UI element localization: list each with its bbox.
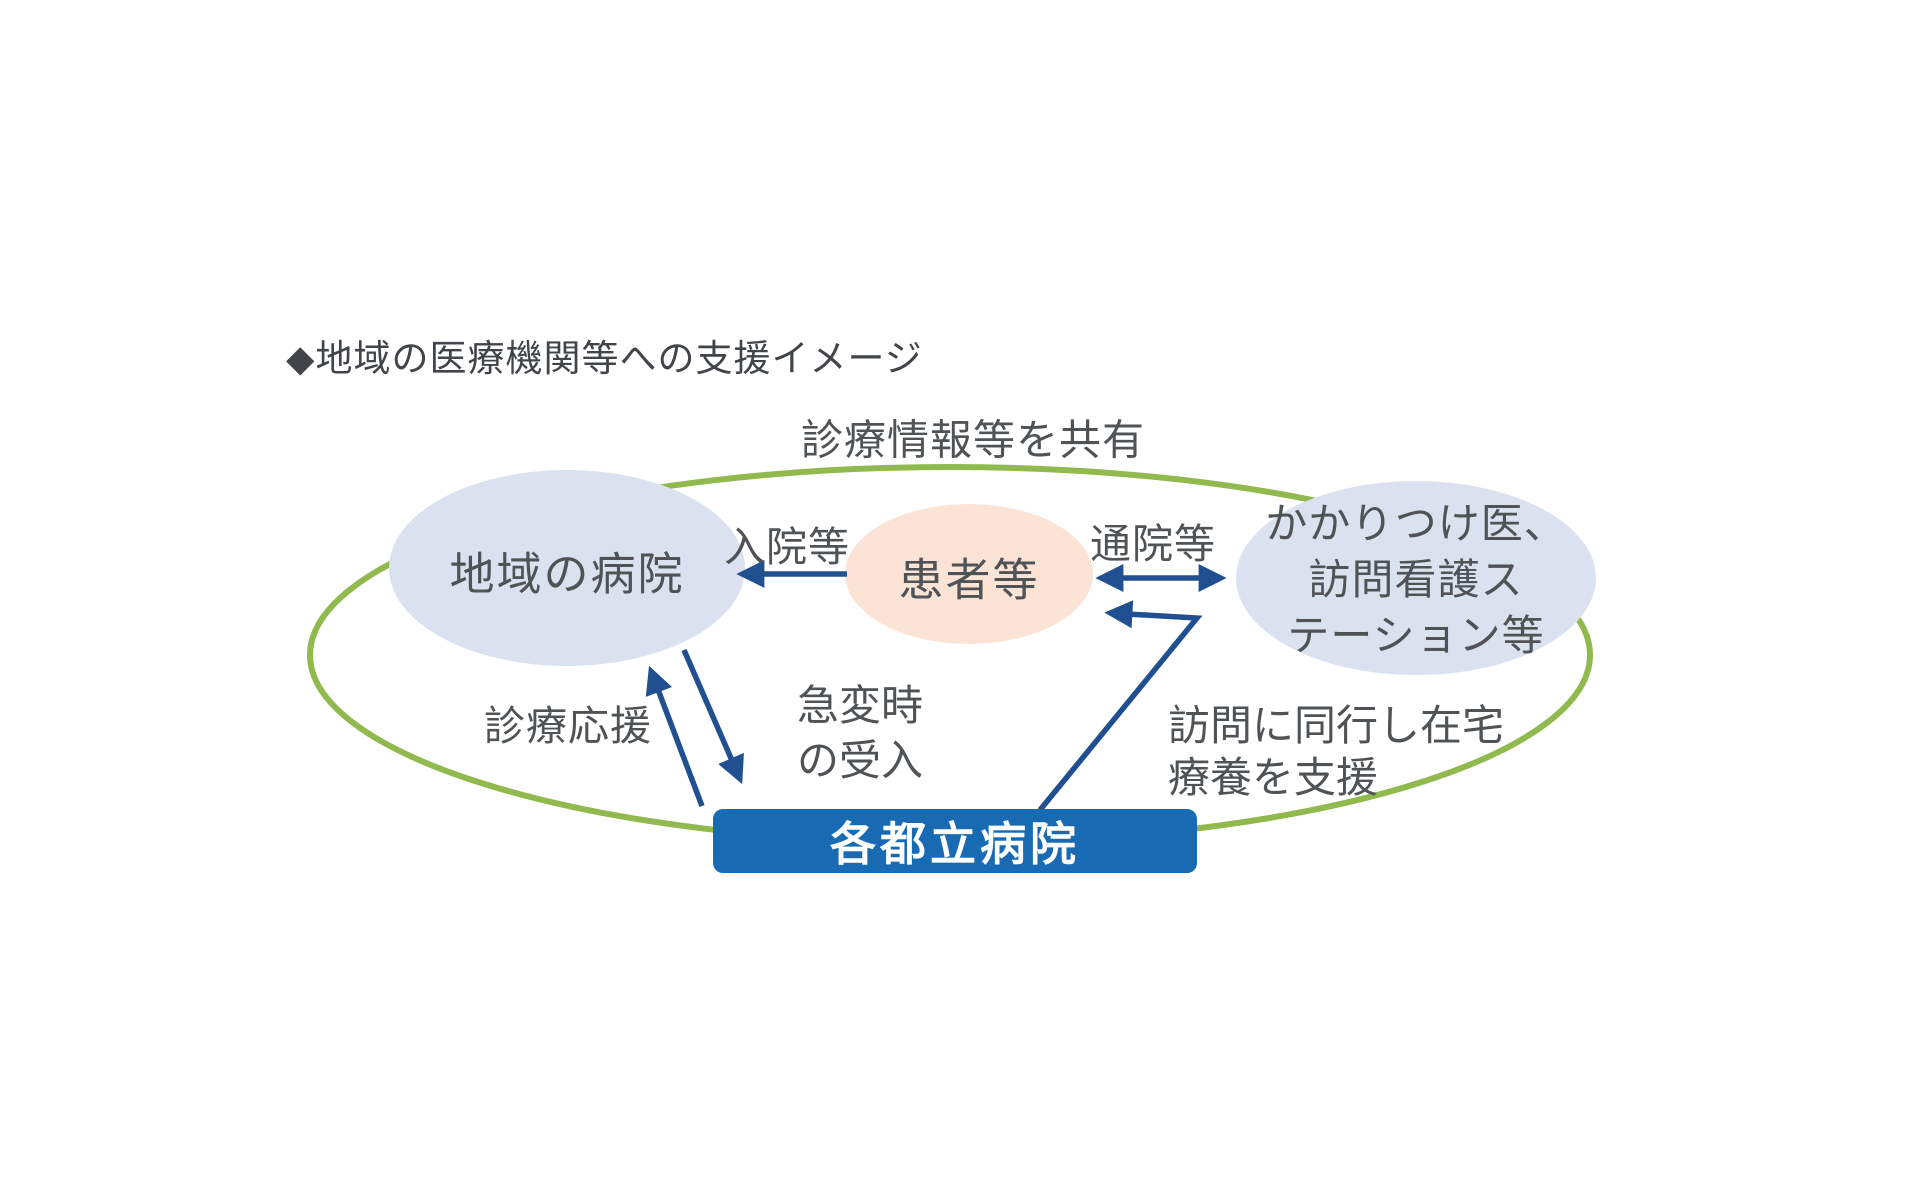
hospitalization-label: 入院等: [724, 524, 850, 570]
metropolitan-hospital-box: 各都立病院: [713, 809, 1197, 873]
emergency-acceptance-label-line2: の受入: [796, 737, 924, 784]
regional-hospital-node: [389, 470, 745, 666]
home-care-support-label-line2: 療養を支援: [1168, 754, 1379, 801]
patient-node: [845, 504, 1093, 644]
primary-care-label: かかりつけ医、 訪問看護ス テーション等: [1265, 496, 1566, 664]
regional-hospital-label: 地域の病院: [449, 548, 685, 600]
emergency-acceptance-label: 急変時 の受入: [797, 678, 923, 788]
primary-care-label-line2: 訪問看護ス: [1308, 556, 1524, 603]
primary-care-label-line3: テーション等: [1287, 612, 1545, 659]
patient-label: 患者等: [898, 554, 1040, 606]
emergency-acceptance-label-line1: 急変時: [796, 682, 924, 729]
emergency-acceptance-arrow: [681, 648, 744, 785]
clinical-support-label: 診療応援: [484, 703, 652, 749]
clinical-support-arrow: [645, 665, 705, 807]
home-care-support-arrow: [1037, 600, 1203, 812]
primary-care-label-line1: かかりつけ医、: [1265, 500, 1567, 547]
share-info-label: 診療情報等を共有: [800, 416, 1146, 464]
page-title: ◆地域の医療機関等への支援イメージ: [286, 338, 923, 379]
home-care-support-label: 訪問に同行し在宅 療養を支援: [1168, 700, 1504, 804]
home-care-support-label-line1: 訪問に同行し在宅: [1168, 702, 1505, 749]
primary-care-node: [1236, 481, 1596, 675]
outpatient-label: 通院等: [1090, 521, 1216, 567]
metropolitan-hospital-label: 各都立病院: [830, 818, 1080, 870]
